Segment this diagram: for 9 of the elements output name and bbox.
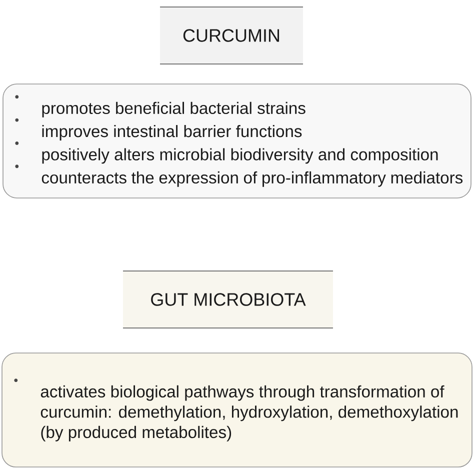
bullet-item: activates biological pathways through transformation of curcumin: demethylation, hydroxylation, demethoxylation (by produced metabolites) — [40, 385, 458, 442]
heading-box: GUT MICROBIOTA — [122, 270, 334, 328]
bullet-item: promotes beneficial bacterial strains — [42, 102, 306, 118]
heading-box: CURCUMIN — [160, 6, 304, 64]
bullet-item: improves intestinal barrier functions — [42, 125, 302, 140]
bullet-item: positively alters microbial biodiversity and composition — [42, 148, 438, 164]
text-box — [2, 84, 472, 198]
bullet-item: counteracts the expression of pro-inflammatory mediators — [42, 171, 463, 187]
text-box — [2, 352, 472, 468]
